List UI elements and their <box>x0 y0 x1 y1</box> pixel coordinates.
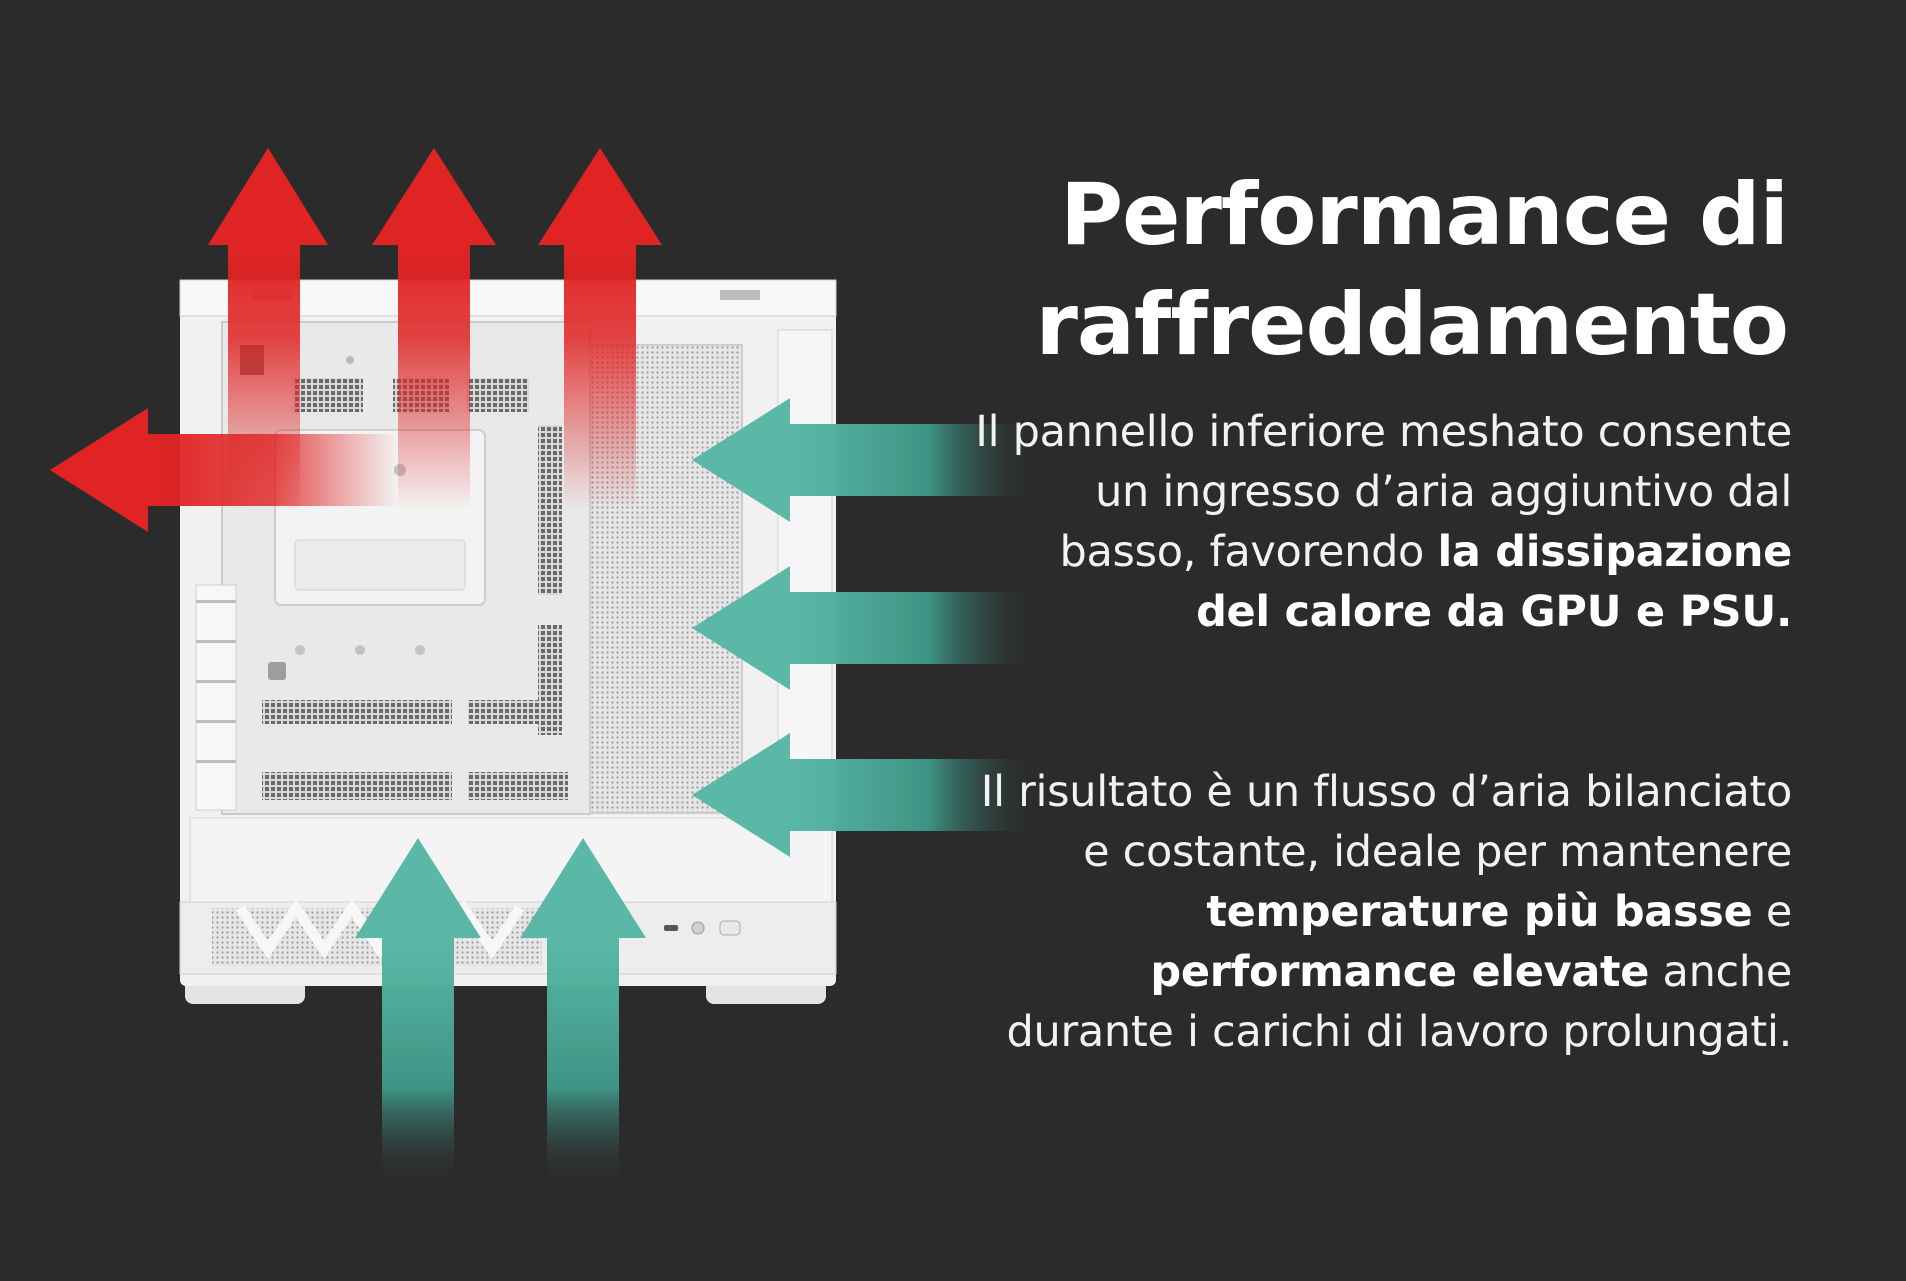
intake-arrows-bottom <box>355 838 646 1188</box>
title-line-2: raffreddamento <box>1035 275 1789 375</box>
description-paragraph-2: Il risultato è un flusso d’aria bilancia… <box>972 762 1793 1062</box>
arrow-up-red-icon <box>538 148 662 510</box>
arrow-left-teal-icon <box>692 398 1040 522</box>
arrow-up-teal-icon <box>520 838 646 1188</box>
paragraph-2-text-3: anche durante i carichi di lavoro prolun… <box>1006 947 1793 1057</box>
io-power-button <box>719 920 741 936</box>
paragraph-2-text-2: e <box>1752 887 1792 937</box>
io-usb-c-port <box>664 925 678 931</box>
arrow-up-teal-icon <box>355 838 481 1188</box>
paragraph-1-highlight: la dissipazione del calore da GPU e PSU. <box>1196 527 1792 637</box>
pci-slots <box>195 584 237 811</box>
exhaust-arrows-top <box>208 148 662 510</box>
arrow-left-red-icon <box>50 408 398 532</box>
paragraph-2-highlight-2: performance elevate <box>1150 947 1650 997</box>
arrow-up-red-icon <box>372 148 496 510</box>
page-title: Performance di raffreddamento <box>888 160 1789 380</box>
arrow-left-teal-icon <box>692 733 1040 857</box>
paragraph-2-text-1: Il risultato è un flusso d’aria bilancia… <box>980 767 1793 877</box>
paragraph-1-text: Il pannello inferiore meshato consente u… <box>975 407 1792 577</box>
paragraph-2-highlight-1: temperature più basse <box>1206 887 1753 937</box>
title-line-1: Performance di <box>1060 165 1789 265</box>
intake-arrows-front <box>692 398 1040 857</box>
description-paragraph-1: Il pannello inferiore meshato consente u… <box>972 402 1792 642</box>
psu-shroud <box>189 817 833 903</box>
io-audio-jack <box>691 921 705 935</box>
arrow-left-teal-icon <box>692 566 1040 690</box>
